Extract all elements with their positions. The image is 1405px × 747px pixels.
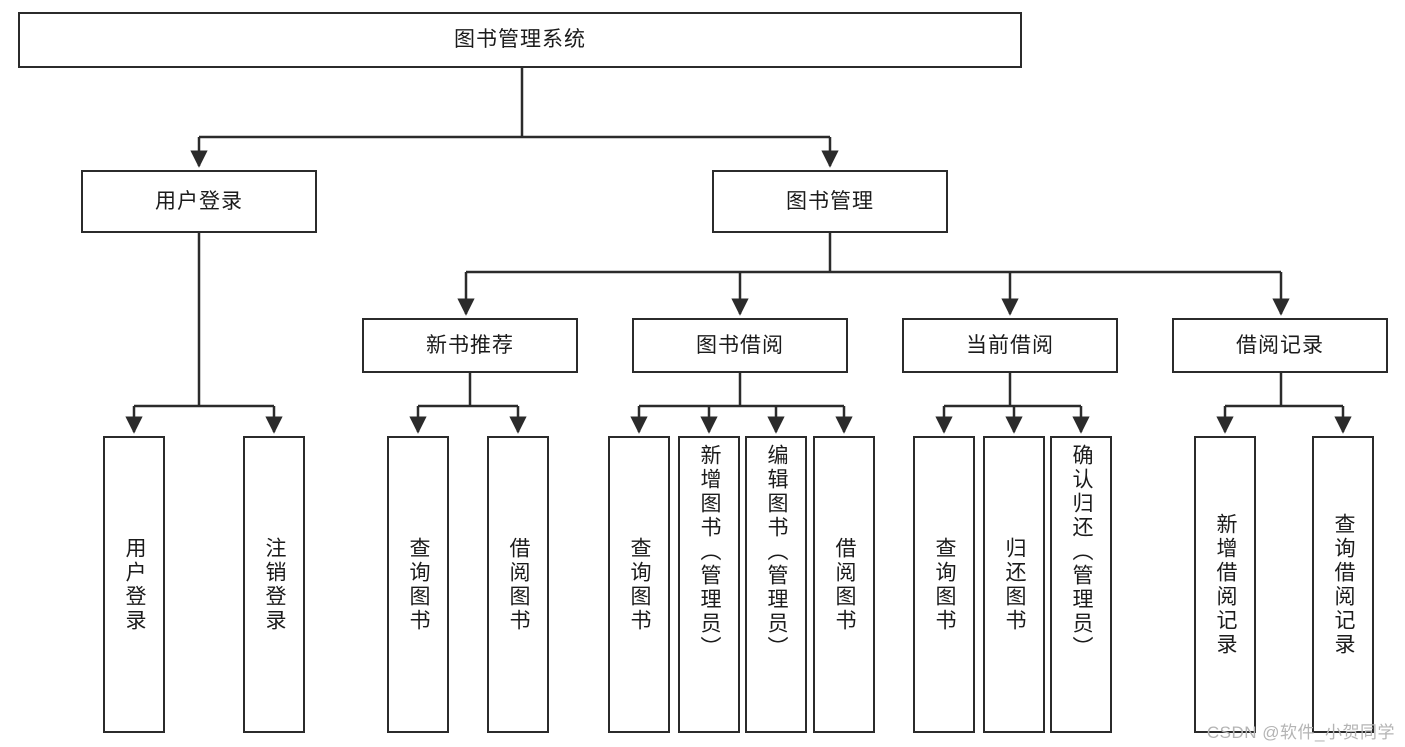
node-new-book-recommend[interactable]: 新书推荐 <box>362 318 578 373</box>
leaf-add-book[interactable]: 新增图书（管理员） <box>678 436 740 733</box>
node-root[interactable]: 图书管理系统 <box>18 12 1022 68</box>
leaf-query-book-2[interactable]: 查询图书 <box>608 436 670 733</box>
leaf-query-book-1[interactable]: 查询图书 <box>387 436 449 733</box>
node-book-borrow[interactable]: 图书借阅 <box>632 318 848 373</box>
leaf-borrow-book-1[interactable]: 借阅图书 <box>487 436 549 733</box>
leaf-query-record[interactable]: 查询借阅记录 <box>1312 436 1374 733</box>
node-book-manage[interactable]: 图书管理 <box>712 170 948 233</box>
leaf-add-record[interactable]: 新增借阅记录 <box>1194 436 1256 733</box>
node-borrow-records[interactable]: 借阅记录 <box>1172 318 1388 373</box>
leaf-borrow-book-2[interactable]: 借阅图书 <box>813 436 875 733</box>
leaf-user-login[interactable]: 用户登录 <box>103 436 165 733</box>
leaf-confirm-return[interactable]: 确认归还（管理员） <box>1050 436 1112 733</box>
node-current-borrow[interactable]: 当前借阅 <box>902 318 1118 373</box>
node-user-login[interactable]: 用户登录 <box>81 170 317 233</box>
leaf-logout[interactable]: 注销登录 <box>243 436 305 733</box>
leaf-return-book[interactable]: 归还图书 <box>983 436 1045 733</box>
leaf-edit-book[interactable]: 编辑图书（管理员） <box>745 436 807 733</box>
leaf-query-book-3[interactable]: 查询图书 <box>913 436 975 733</box>
